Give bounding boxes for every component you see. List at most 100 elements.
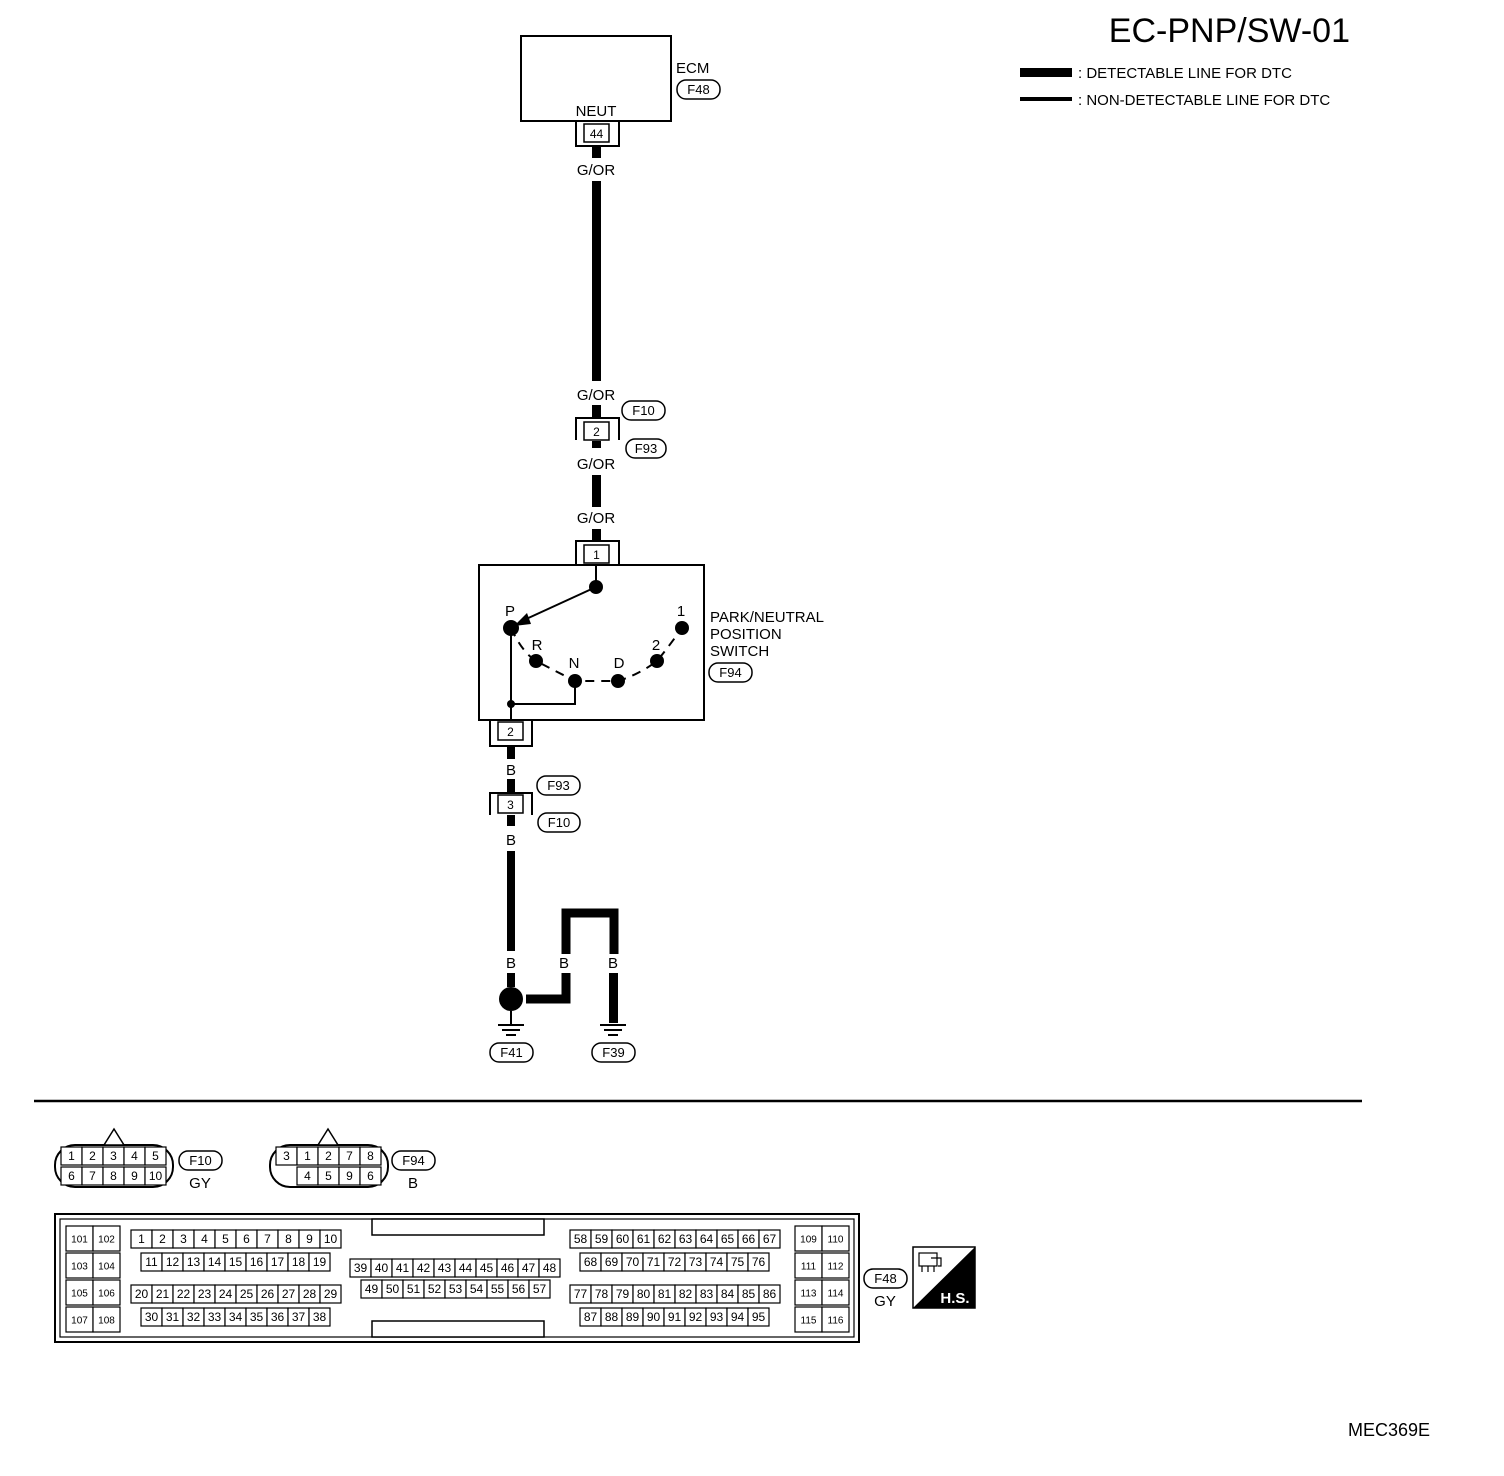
connector-pin-number: 19 xyxy=(313,1255,327,1269)
connector-pin-number: 2 xyxy=(325,1149,332,1163)
connector-pin-number: 35 xyxy=(250,1310,264,1324)
junction2-pin-number: 3 xyxy=(507,798,514,812)
connector-pin-number: 75 xyxy=(731,1255,745,1269)
wire-segment xyxy=(592,405,601,417)
connector-pin-number: 60 xyxy=(616,1232,630,1246)
connector-pin-number: 116 xyxy=(828,1316,844,1327)
connector-pin-number: 112 xyxy=(828,1262,844,1273)
connector-pin-cell xyxy=(747,1252,770,1272)
connector-pin-number: 61 xyxy=(637,1232,651,1246)
switch-pin-in-number: 1 xyxy=(593,548,600,562)
connector-pin-number: 102 xyxy=(98,1235,115,1246)
connector-pin-cell xyxy=(92,1279,121,1306)
wire-segment xyxy=(507,746,515,759)
connector-pin-number: 78 xyxy=(595,1287,609,1301)
ground-wire-mid-color: B xyxy=(559,955,569,972)
connector-pin-cell xyxy=(308,1307,331,1327)
ground-right-code: F39 xyxy=(602,1045,624,1060)
connector-pin-number: 92 xyxy=(689,1310,703,1324)
harness-side-label: H.S. xyxy=(940,1290,969,1307)
switch-connector-code: F94 xyxy=(719,665,741,680)
connector-pin-cell xyxy=(528,1279,551,1299)
switch-name-line2: POSITION xyxy=(710,626,782,643)
connector-pin-number: 8 xyxy=(285,1232,292,1246)
connector-pin-number: 106 xyxy=(98,1289,115,1300)
switch-pin-out-number: 2 xyxy=(507,725,514,739)
connector-pin-number: 2 xyxy=(89,1149,96,1163)
connector-pin-number: 83 xyxy=(700,1287,714,1301)
switch-position-label: D xyxy=(614,655,625,672)
ground-left-badge xyxy=(489,1042,534,1063)
connector-pin-number: 24 xyxy=(219,1287,233,1301)
connector-pin-number: 59 xyxy=(595,1232,609,1246)
connector-pin-number: 65 xyxy=(721,1232,735,1246)
ground-splice-point xyxy=(499,987,523,1011)
junction2-connector-bottom-badge xyxy=(537,812,581,833)
switch-pin-out-box xyxy=(497,721,524,741)
switch-connector-badge xyxy=(708,662,753,683)
f10-connector-badge xyxy=(178,1150,223,1171)
wire-segment xyxy=(592,441,601,448)
ground-symbol-right xyxy=(600,1024,626,1036)
connector-pin-number: 57 xyxy=(533,1282,547,1296)
ground-wire-right-color: B xyxy=(608,955,618,972)
connector-pin-cell xyxy=(308,1252,331,1272)
connector-plug-icon xyxy=(918,1252,942,1272)
connector-pin-number: 6 xyxy=(243,1232,250,1246)
connector-pin-number: 49 xyxy=(365,1282,379,1296)
connector-pin-number: 23 xyxy=(198,1287,212,1301)
ecm-pin-box xyxy=(583,123,610,143)
legend-detectable-label: : DETECTABLE LINE FOR DTC xyxy=(1078,65,1292,82)
connector-pin-number: 18 xyxy=(292,1255,306,1269)
connector-pin-cell xyxy=(794,1225,823,1252)
switch-body xyxy=(478,564,705,721)
connector-pin-number: 10 xyxy=(149,1169,163,1183)
connector-pin-number: 4 xyxy=(201,1232,208,1246)
connector-pin-number: 20 xyxy=(135,1287,149,1301)
f94-connector-badge xyxy=(391,1150,436,1171)
switch-internal-splice xyxy=(507,700,515,708)
junction2-wire-out-color: B xyxy=(506,832,516,849)
legend-thin-line-sample xyxy=(1020,97,1072,101)
connector-pin-number: 46 xyxy=(501,1261,515,1275)
connector-pin-number: 90 xyxy=(647,1310,661,1324)
connector-pin-number: 10 xyxy=(324,1232,338,1246)
connector-pin-number: 44 xyxy=(459,1261,473,1275)
connector-pin-number: 27 xyxy=(282,1287,296,1301)
connector-pin-number: 7 xyxy=(89,1169,96,1183)
switch-position-label: 2 xyxy=(652,637,660,654)
connector-pin-number: 113 xyxy=(801,1289,817,1300)
connector-pin-number: 22 xyxy=(177,1287,191,1301)
harness-side-badge: H.S. xyxy=(912,1246,976,1309)
connector-pin-number: 8 xyxy=(367,1149,374,1163)
connector-pin-number: 2 xyxy=(159,1232,166,1246)
wire-segment xyxy=(507,779,515,793)
junction1-connector-bottom-badge xyxy=(625,438,667,459)
connector-pin-number: 69 xyxy=(605,1255,619,1269)
f10-connector-color: GY xyxy=(189,1175,211,1192)
connector-pin-number: 30 xyxy=(145,1310,159,1324)
ground-left-code: F41 xyxy=(500,1045,522,1060)
connector-pin-number: 50 xyxy=(386,1282,400,1296)
connector-pin-number: 45 xyxy=(480,1261,494,1275)
connector-pin-number: 5 xyxy=(325,1169,332,1183)
ecm-wire-color: G/OR xyxy=(577,162,616,179)
connector-pin-number: 72 xyxy=(668,1255,682,1269)
connector-pin-cell xyxy=(92,1225,121,1252)
connector-pin-number: 4 xyxy=(131,1149,138,1163)
switch-position-label: 1 xyxy=(677,603,685,620)
f94-connector-code: F94 xyxy=(402,1153,424,1168)
wire-ecm-to-f10 xyxy=(592,181,601,381)
junction1-wire-out-color: G/OR xyxy=(577,456,616,473)
connector-pin-number: 56 xyxy=(512,1282,526,1296)
connector-pin-number: 89 xyxy=(626,1310,640,1324)
ecm-terminal-name: NEUT xyxy=(576,103,617,120)
connector-pin-number: 71 xyxy=(647,1255,661,1269)
connector-pin-number: 54 xyxy=(470,1282,484,1296)
connector-pin-cell xyxy=(92,1252,121,1279)
connector-pin-number: 67 xyxy=(763,1232,777,1246)
switch-name-line1: PARK/NEUTRAL xyxy=(710,609,824,626)
connector-pin-number: 95 xyxy=(752,1310,766,1324)
